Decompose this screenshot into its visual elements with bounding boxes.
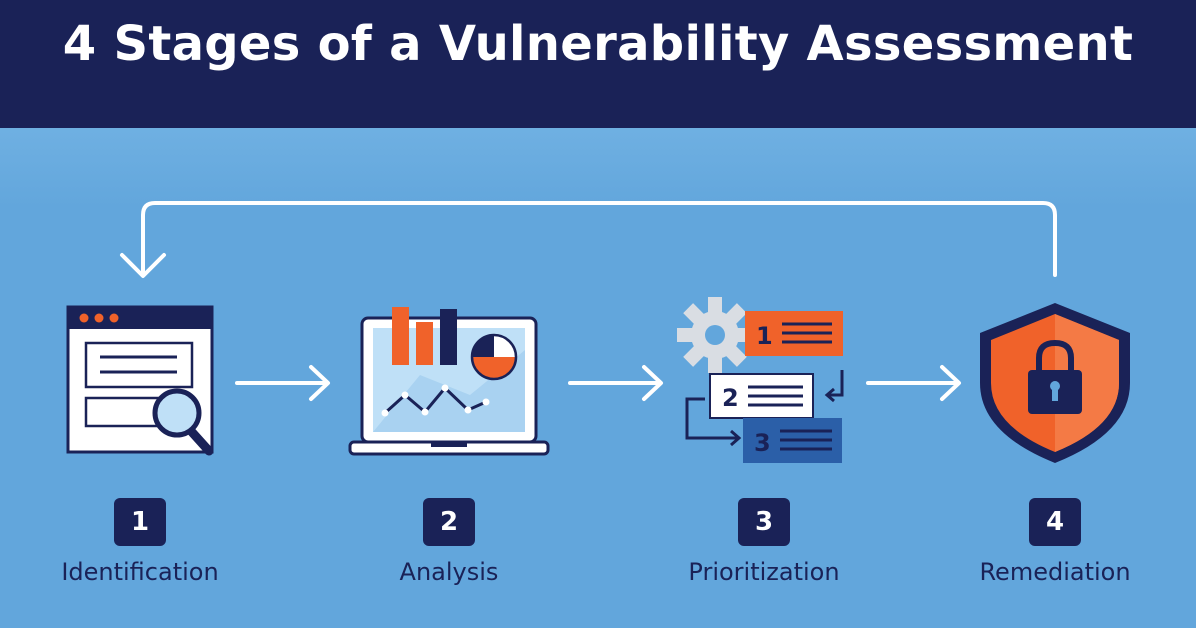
priority-item-3-number: 3 [754, 429, 771, 457]
flow-arrow-1-to-2 [235, 365, 330, 401]
feedback-loop-arrow [120, 201, 1057, 278]
texture-band [0, 128, 1196, 208]
stage-1-number-badge: 1 [114, 498, 166, 546]
flow-arrow-3-to-4 [866, 365, 961, 401]
gear-icon [677, 297, 753, 373]
stage-2-number-badge: 2 [423, 498, 475, 546]
laptop-chart-icon [348, 307, 550, 456]
flow-arrow-2-to-3 [568, 365, 663, 401]
stage-3-number-badge: 3 [738, 498, 790, 546]
shield-lock-icon [980, 303, 1130, 463]
gear-ranked-list-icon: 1 2 3 [677, 297, 844, 463]
stage-3-label: Prioritization [688, 558, 840, 586]
stage-2-label: Analysis [399, 558, 499, 586]
priority-item-2-number: 2 [722, 384, 739, 412]
header-banner: 4 Stages of a Vulnerability Assessment [0, 0, 1196, 128]
priority-item-1-number: 1 [756, 322, 773, 350]
stage-4-number-badge: 4 [1029, 498, 1081, 546]
page-title: 4 Stages of a Vulnerability Assessment [62, 16, 1134, 72]
browser-magnifier-icon [66, 305, 214, 456]
stage-1-label: Identification [61, 558, 219, 586]
stage-4-label: Remediation [979, 558, 1131, 586]
